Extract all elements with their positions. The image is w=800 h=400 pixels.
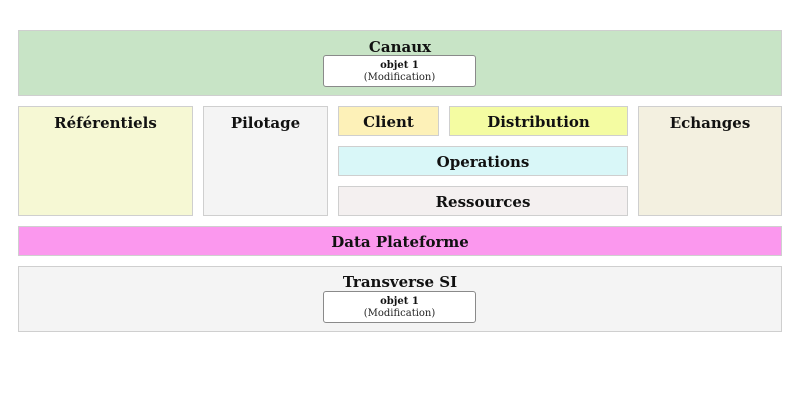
transverse-si-object-card[interactable]: objet 1 (Modification) <box>323 291 476 323</box>
block-canaux-title: Canaux <box>368 38 432 56</box>
transverse-si-object-name: objet 1 <box>380 296 419 307</box>
block-data-plateforme-title: Data Plateforme <box>331 233 469 251</box>
block-echanges: Echanges <box>638 106 782 216</box>
block-transverse-si-title: Transverse SI <box>342 273 458 291</box>
block-echanges-title: Echanges <box>669 114 751 132</box>
canaux-object-state: (Modification) <box>363 72 436 83</box>
block-distribution-title: Distribution <box>487 113 590 131</box>
block-operations-title: Operations <box>436 153 530 171</box>
block-operations: Operations <box>338 146 628 176</box>
block-pilotage: Pilotage <box>203 106 328 216</box>
block-pilotage-title: Pilotage <box>230 114 301 132</box>
canaux-object-card[interactable]: objet 1 (Modification) <box>323 55 476 87</box>
block-referentiels: Référentiels <box>18 106 193 216</box>
block-ressources-title: Ressources <box>435 193 531 211</box>
block-referentiels-title: Référentiels <box>54 114 157 132</box>
block-transverse-si: Transverse SI objet 1 (Modification) <box>18 266 782 332</box>
block-client: Client <box>338 106 439 136</box>
block-canaux: Canaux objet 1 (Modification) <box>18 30 782 96</box>
block-data-plateforme: Data Plateforme <box>18 226 782 256</box>
block-client-title: Client <box>363 113 414 131</box>
canaux-object-name: objet 1 <box>380 60 419 71</box>
block-distribution: Distribution <box>449 106 628 136</box>
block-ressources: Ressources <box>338 186 628 216</box>
transverse-si-object-state: (Modification) <box>363 308 436 319</box>
